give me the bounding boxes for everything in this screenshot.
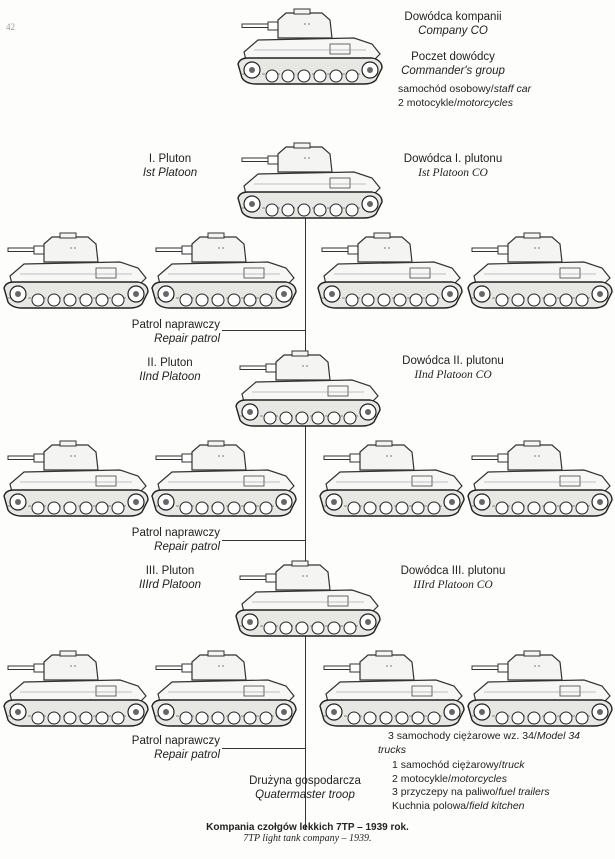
repair-branch-3 [222, 748, 306, 750]
repair-branch-2 [222, 540, 306, 542]
figure-caption: Kompania czołgów lekkich 7TP – 1939 rok.… [180, 822, 435, 844]
quartermaster-vehicles: 3 samochody ciężarowe wz. 34/Model 34 tr… [378, 730, 608, 813]
repair-branch-1 [222, 330, 306, 332]
tank-platoon-3-d [464, 650, 614, 728]
tank-platoon-2-c [316, 440, 466, 518]
commander-group-pl: Poczet dowódcy [411, 51, 495, 63]
tank-platoon-2-b [148, 440, 298, 518]
qm-item-3-pl: 2 motocykle/ [392, 772, 451, 785]
org-trunk-line [305, 214, 307, 830]
tank-platoon-2-d [464, 440, 614, 518]
company-co-pl: Dowódca kompanii [404, 11, 502, 23]
platoon-3-pl: III. Pluton [145, 565, 195, 577]
tank-platoon-1-c [314, 232, 464, 310]
repair-patrol-1-pl: Patrol naprawczy [131, 319, 220, 331]
qm-item-field-kitchen: Kuchnia polowa/field kitchen [378, 800, 608, 814]
repair-patrol-2-pl: Patrol naprawczy [131, 527, 220, 539]
platoon-1-co-label: Dowódca I. plutonu Ist Platoon CO [388, 152, 518, 180]
qm-item-motorcycles: 2 motocykle/motorcycles [378, 773, 608, 787]
qm-item-trucks-34-cont: trucks [378, 744, 608, 758]
platoon-1-co-en: Ist Platoon CO [418, 167, 488, 179]
qm-item-3-en: motorcycles [450, 772, 507, 785]
caption-subtitle: 7TP light tank company – 1939. [243, 833, 372, 844]
qm-item-0-en: Model 34 [536, 730, 581, 742]
qm-item-0-pl: 3 samochody ciężarowe wz. 34/ [388, 730, 537, 742]
platoon-2-pl: II. Pluton [147, 357, 193, 369]
qm-item-fuel-trailers: 3 przyczepy na paliwo/fuel trailers [378, 786, 608, 800]
staff-car-en: staff car [493, 83, 532, 95]
platoon-1-pl: I. Pluton [148, 153, 192, 165]
tank-platoon-3-b [148, 650, 298, 728]
caption-title: Kompania czołgów lekkich 7TP – 1939 rok. [206, 822, 409, 833]
platoon-1-co-pl: Dowódca I. plutonu [403, 153, 503, 165]
platoon-2-label: II. Pluton IInd Platoon [120, 356, 220, 384]
qm-item-5-pl: Kuchnia polowa/ [392, 799, 470, 812]
platoon-3-en: IIIrd Platoon [138, 579, 201, 591]
staff-car-pl: samochód osobowy/ [398, 83, 494, 95]
repair-patrol-3-en: Repair patrol [154, 749, 220, 761]
repair-patrol-1: Patrol naprawczy Repair patrol [112, 318, 220, 346]
repair-patrol-3: Patrol naprawczy Repair patrol [112, 734, 220, 762]
repair-patrol-1-en: Repair patrol [154, 333, 220, 345]
platoon-1-label: I. Pluton Ist Platoon [120, 152, 220, 180]
tank-platoon-3-a [0, 650, 150, 728]
page-number: 42 [6, 22, 15, 32]
quartermaster-en: Quatermaster troop [255, 789, 355, 801]
tank-platoon-1-d [464, 232, 614, 310]
platoon-3-label: III. Pluton IIIrd Platoon [120, 564, 220, 592]
repair-patrol-2: Patrol naprawczy Repair patrol [112, 526, 220, 554]
staff-car-line: samochód osobowy/staff car [398, 82, 531, 96]
tank-platoon-1-co [234, 142, 384, 220]
commander-group-en: Commander's group [401, 65, 505, 77]
qm-item-4-en: fuel trailers [498, 786, 550, 798]
motorcycles-line: 2 motocykle/motorcycles [398, 96, 531, 110]
repair-patrol-2-en: Repair patrol [154, 541, 220, 553]
qm-item-trucks-34: 3 samochody ciężarowe wz. 34/Model 34 [378, 730, 608, 744]
platoon-2-co-pl: Dowódca II. plutonu [402, 355, 504, 367]
tank-company-co [234, 8, 384, 86]
qm-item-2-en: truck [501, 759, 525, 771]
qm-item-truck: 1 samochód ciężarowy/truck [378, 759, 608, 773]
commander-group-vehicles: samochód osobowy/staff car 2 motocykle/m… [398, 82, 531, 110]
quartermaster-label: Drużyna gospodarcza Quatermaster troop [230, 774, 380, 802]
repair-patrol-3-pl: Patrol naprawczy [131, 735, 220, 747]
platoon-1-en: Ist Platoon [142, 167, 198, 179]
quartermaster-pl: Drużyna gospodarcza [249, 775, 361, 787]
tank-platoon-2-a [0, 440, 150, 518]
commander-group-label: Poczet dowódcy Commander's group [388, 50, 518, 78]
tank-platoon-3-c [316, 650, 466, 728]
platoon-3-co-pl: Dowódca III. plutonu [400, 565, 506, 577]
company-co-en: Company CO [418, 25, 488, 37]
platoon-2-co-label: Dowódca II. plutonu IInd Platoon CO [388, 354, 518, 382]
tank-platoon-1-a [0, 232, 150, 310]
motorcycles-en: motorcycles [456, 97, 513, 109]
qm-item-4-pl: 3 przyczepy na paliwo/ [392, 786, 499, 798]
qm-item-2-pl: 1 samochód ciężarowy/ [392, 759, 502, 771]
tank-platoon-3-co [232, 560, 382, 638]
tank-platoon-1-b [148, 232, 298, 310]
platoon-3-co-en: IIIrd Platoon CO [413, 579, 493, 591]
motorcycles-pl: 2 motocykle/ [398, 97, 457, 109]
qm-item-5-en: field kitchen [469, 799, 525, 812]
company-co-label: Dowódca kompanii Company CO [388, 10, 518, 38]
tank-platoon-2-co [232, 350, 382, 428]
platoon-2-en: IInd Platoon [139, 371, 201, 383]
platoon-2-co-en: IInd Platoon CO [414, 369, 492, 381]
platoon-3-co-label: Dowódca III. plutonu IIIrd Platoon CO [388, 564, 518, 592]
qm-item-1-en: trucks [378, 743, 407, 756]
